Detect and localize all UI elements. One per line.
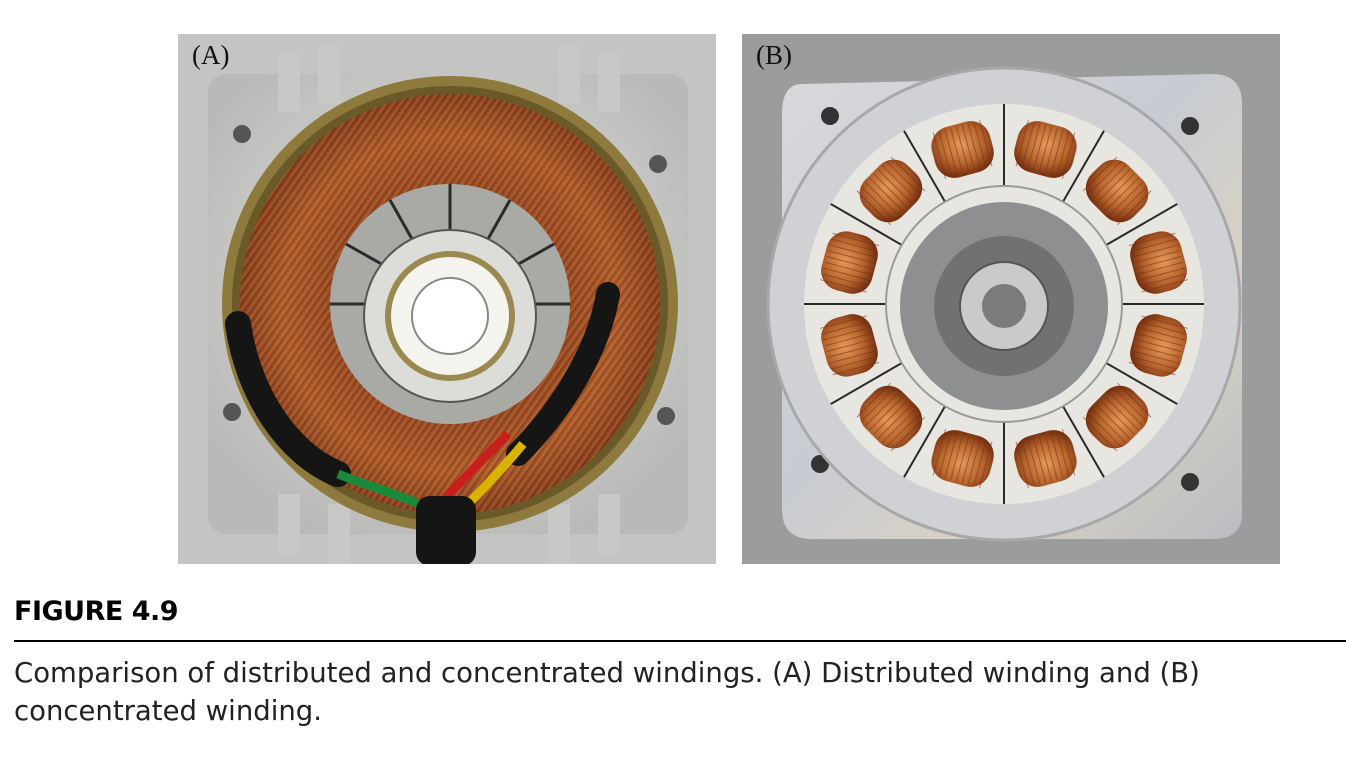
right-lead-sleeve [506, 282, 620, 466]
bearing-bore [411, 277, 489, 355]
coil [1014, 119, 1077, 180]
coil [819, 314, 880, 377]
coil [819, 231, 880, 294]
coil [931, 428, 994, 489]
cable-gland [416, 496, 476, 564]
coil [1128, 314, 1189, 377]
mount-hole [649, 155, 667, 173]
mount-hole [657, 407, 675, 425]
tooth-separator [1105, 203, 1178, 246]
cooling-fins [278, 44, 620, 564]
tooth-separator [830, 203, 903, 246]
coil [931, 119, 994, 180]
coil [1128, 231, 1189, 294]
panel-b-label: (B) [756, 40, 792, 70]
figure-divider [14, 640, 1346, 642]
coil [1082, 156, 1152, 226]
photo-concentrated-winding: (B) [742, 34, 1280, 564]
mount-hole [223, 403, 241, 421]
figure-label: FIGURE 4.9 [14, 596, 179, 627]
figure-caption: Comparison of distributed and concentrat… [14, 657, 1200, 727]
tooth-separator [830, 362, 903, 405]
left-lead-sleeve [225, 311, 351, 487]
coil [1014, 428, 1077, 489]
coil [1082, 382, 1152, 452]
concentrated-coils [804, 104, 1204, 504]
panel-a-label: (A) [192, 40, 230, 70]
distributed-winding-illustration [208, 44, 688, 564]
tooth-separator [903, 405, 946, 478]
tooth-separator [903, 130, 946, 203]
coil [856, 156, 926, 226]
tooth-separator [1105, 362, 1178, 405]
tooth-separator [1062, 405, 1105, 478]
mount-hole [821, 107, 839, 125]
green-wire [336, 469, 421, 509]
photo-distributed-winding: (A) [178, 34, 716, 564]
mount-hole [233, 125, 251, 143]
mount-hole [1181, 117, 1199, 135]
mount-hole [1181, 473, 1199, 491]
tooth-separator [1062, 130, 1105, 203]
coil [856, 382, 926, 452]
concentrated-winding-illustration [766, 66, 1242, 542]
